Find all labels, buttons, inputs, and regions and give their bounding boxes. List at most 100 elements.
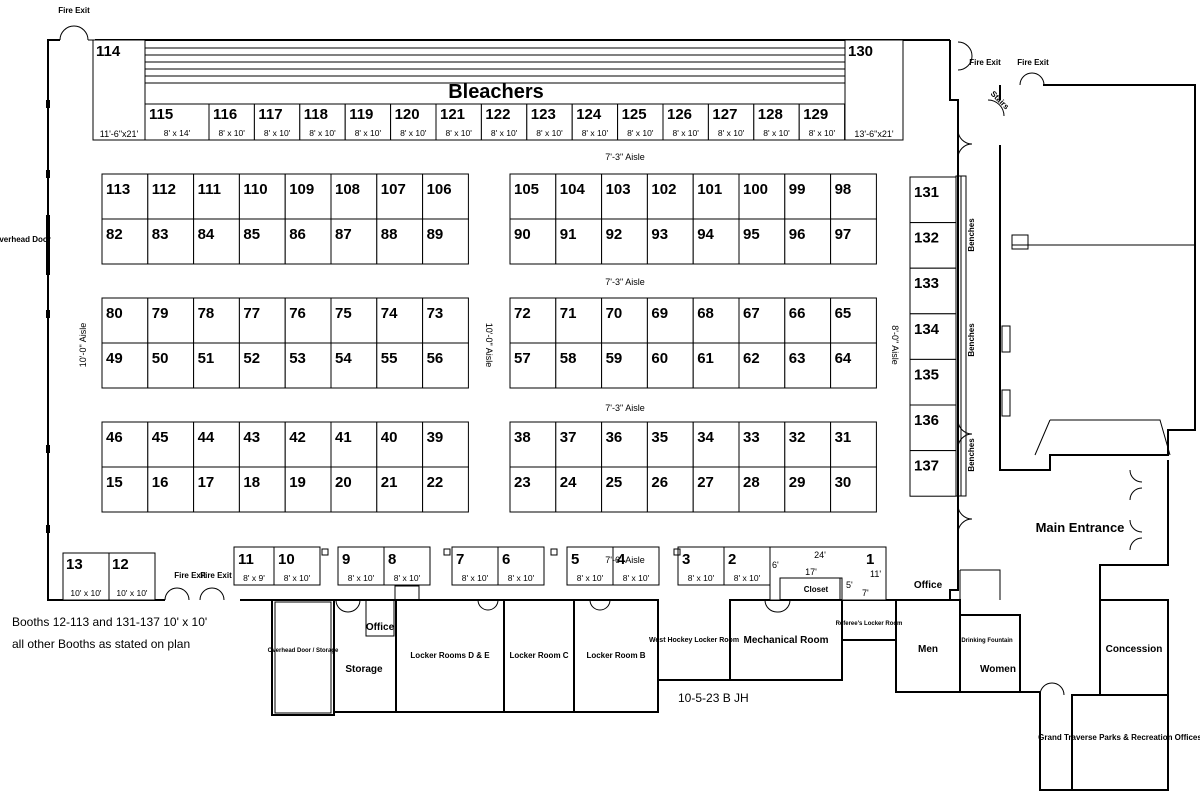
booth-83[interactable] bbox=[147, 218, 195, 265]
booth-73[interactable] bbox=[422, 297, 469, 344]
booth-62[interactable] bbox=[738, 342, 786, 389]
booth-121[interactable] bbox=[435, 103, 482, 141]
booth-6[interactable] bbox=[497, 546, 545, 586]
booth-28[interactable] bbox=[738, 466, 786, 513]
booth-42[interactable] bbox=[284, 421, 332, 468]
booth-45[interactable] bbox=[147, 421, 195, 468]
booth-75[interactable] bbox=[330, 297, 378, 344]
booth-94[interactable] bbox=[692, 218, 740, 265]
booth-85[interactable] bbox=[238, 218, 286, 265]
booth-20[interactable] bbox=[330, 466, 378, 513]
booth-21[interactable] bbox=[376, 466, 424, 513]
booth-63[interactable] bbox=[784, 342, 832, 389]
booth-31[interactable] bbox=[830, 421, 877, 468]
booth-117[interactable] bbox=[253, 103, 301, 141]
booth-40[interactable] bbox=[376, 421, 424, 468]
booth-91[interactable] bbox=[555, 218, 603, 265]
booth-92[interactable] bbox=[601, 218, 648, 265]
booth-70[interactable] bbox=[601, 297, 648, 344]
booth-8[interactable] bbox=[383, 546, 431, 586]
booth-11[interactable] bbox=[233, 546, 275, 586]
booth-120[interactable] bbox=[390, 103, 437, 141]
booth-61[interactable] bbox=[692, 342, 740, 389]
booth-25[interactable] bbox=[601, 466, 648, 513]
booth-46[interactable] bbox=[101, 421, 149, 468]
note-line-1: Booths 12-113 and 131-137 10' x 10' bbox=[12, 615, 207, 629]
booth-57[interactable] bbox=[509, 342, 557, 389]
booth-97[interactable] bbox=[830, 218, 877, 265]
booth-41[interactable] bbox=[330, 421, 378, 468]
booth-101[interactable] bbox=[692, 173, 740, 220]
booth-133[interactable] bbox=[909, 267, 957, 315]
booth-131[interactable] bbox=[909, 176, 957, 224]
booth-87[interactable] bbox=[330, 218, 378, 265]
booth-89[interactable] bbox=[422, 218, 469, 265]
booth-64[interactable] bbox=[830, 342, 877, 389]
booth-55[interactable] bbox=[376, 342, 424, 389]
booth-2[interactable] bbox=[723, 546, 771, 586]
booth-116[interactable] bbox=[208, 103, 255, 141]
booth-1[interactable] bbox=[769, 546, 887, 601]
booth-3[interactable] bbox=[677, 546, 725, 586]
booth-49[interactable] bbox=[101, 342, 149, 389]
booth-105[interactable] bbox=[509, 173, 557, 220]
booth-122[interactable] bbox=[480, 103, 528, 141]
booth-135[interactable] bbox=[909, 358, 957, 406]
booth-67[interactable] bbox=[738, 297, 786, 344]
booth-74[interactable] bbox=[376, 297, 424, 344]
booth-22[interactable] bbox=[422, 466, 469, 513]
booth-56[interactable] bbox=[422, 342, 469, 389]
booth-16[interactable] bbox=[147, 466, 195, 513]
booth-17[interactable] bbox=[193, 466, 240, 513]
booth-86[interactable] bbox=[284, 218, 332, 265]
booth-78[interactable] bbox=[193, 297, 240, 344]
booth-79[interactable] bbox=[147, 297, 195, 344]
booth-132[interactable] bbox=[909, 222, 957, 269]
booth-103[interactable] bbox=[601, 173, 648, 220]
booth-100[interactable] bbox=[738, 173, 786, 220]
booth-123[interactable] bbox=[526, 103, 573, 141]
booth-39[interactable] bbox=[422, 421, 469, 468]
booth-7[interactable] bbox=[451, 546, 499, 586]
booth-76[interactable] bbox=[284, 297, 332, 344]
booth-51[interactable] bbox=[193, 342, 240, 389]
booth-33[interactable] bbox=[738, 421, 786, 468]
booth-58[interactable] bbox=[555, 342, 603, 389]
booth-136[interactable] bbox=[909, 404, 957, 452]
booth-38[interactable] bbox=[509, 421, 557, 468]
booth-59[interactable] bbox=[601, 342, 648, 389]
booth-23[interactable] bbox=[509, 466, 557, 513]
booth-34[interactable] bbox=[692, 421, 740, 468]
booth-36[interactable] bbox=[601, 421, 648, 468]
booth-19[interactable] bbox=[284, 466, 332, 513]
booth-9[interactable] bbox=[337, 546, 385, 586]
booth-90[interactable] bbox=[509, 218, 557, 265]
booth-10[interactable] bbox=[273, 546, 321, 586]
booth-98[interactable] bbox=[830, 173, 877, 220]
booth-44[interactable] bbox=[193, 421, 240, 468]
booth-127[interactable] bbox=[707, 103, 755, 141]
booth-37[interactable] bbox=[555, 421, 603, 468]
booth-112[interactable] bbox=[147, 173, 195, 220]
booth-4[interactable] bbox=[612, 546, 660, 586]
booth-71[interactable] bbox=[555, 297, 603, 344]
booth-82[interactable] bbox=[101, 218, 149, 265]
booth-26[interactable] bbox=[646, 466, 694, 513]
booth-95[interactable] bbox=[738, 218, 786, 265]
booth-80[interactable] bbox=[101, 297, 149, 344]
room-locker-de: Locker Rooms D & E bbox=[410, 651, 490, 660]
booth-30[interactable] bbox=[830, 466, 877, 513]
booth-128[interactable] bbox=[753, 103, 800, 141]
booth-68[interactable] bbox=[692, 297, 740, 344]
booth-24[interactable] bbox=[555, 466, 603, 513]
booth-53[interactable] bbox=[284, 342, 332, 389]
booth-60[interactable] bbox=[646, 342, 694, 389]
booth-125[interactable] bbox=[617, 103, 664, 141]
booth-118[interactable] bbox=[299, 103, 346, 141]
booth-84[interactable] bbox=[193, 218, 240, 265]
booth-119[interactable] bbox=[344, 103, 392, 141]
booth-137[interactable] bbox=[909, 450, 957, 497]
booth-5[interactable] bbox=[566, 546, 614, 586]
booth-129[interactable] bbox=[798, 103, 846, 141]
booth-12[interactable] bbox=[108, 552, 156, 601]
